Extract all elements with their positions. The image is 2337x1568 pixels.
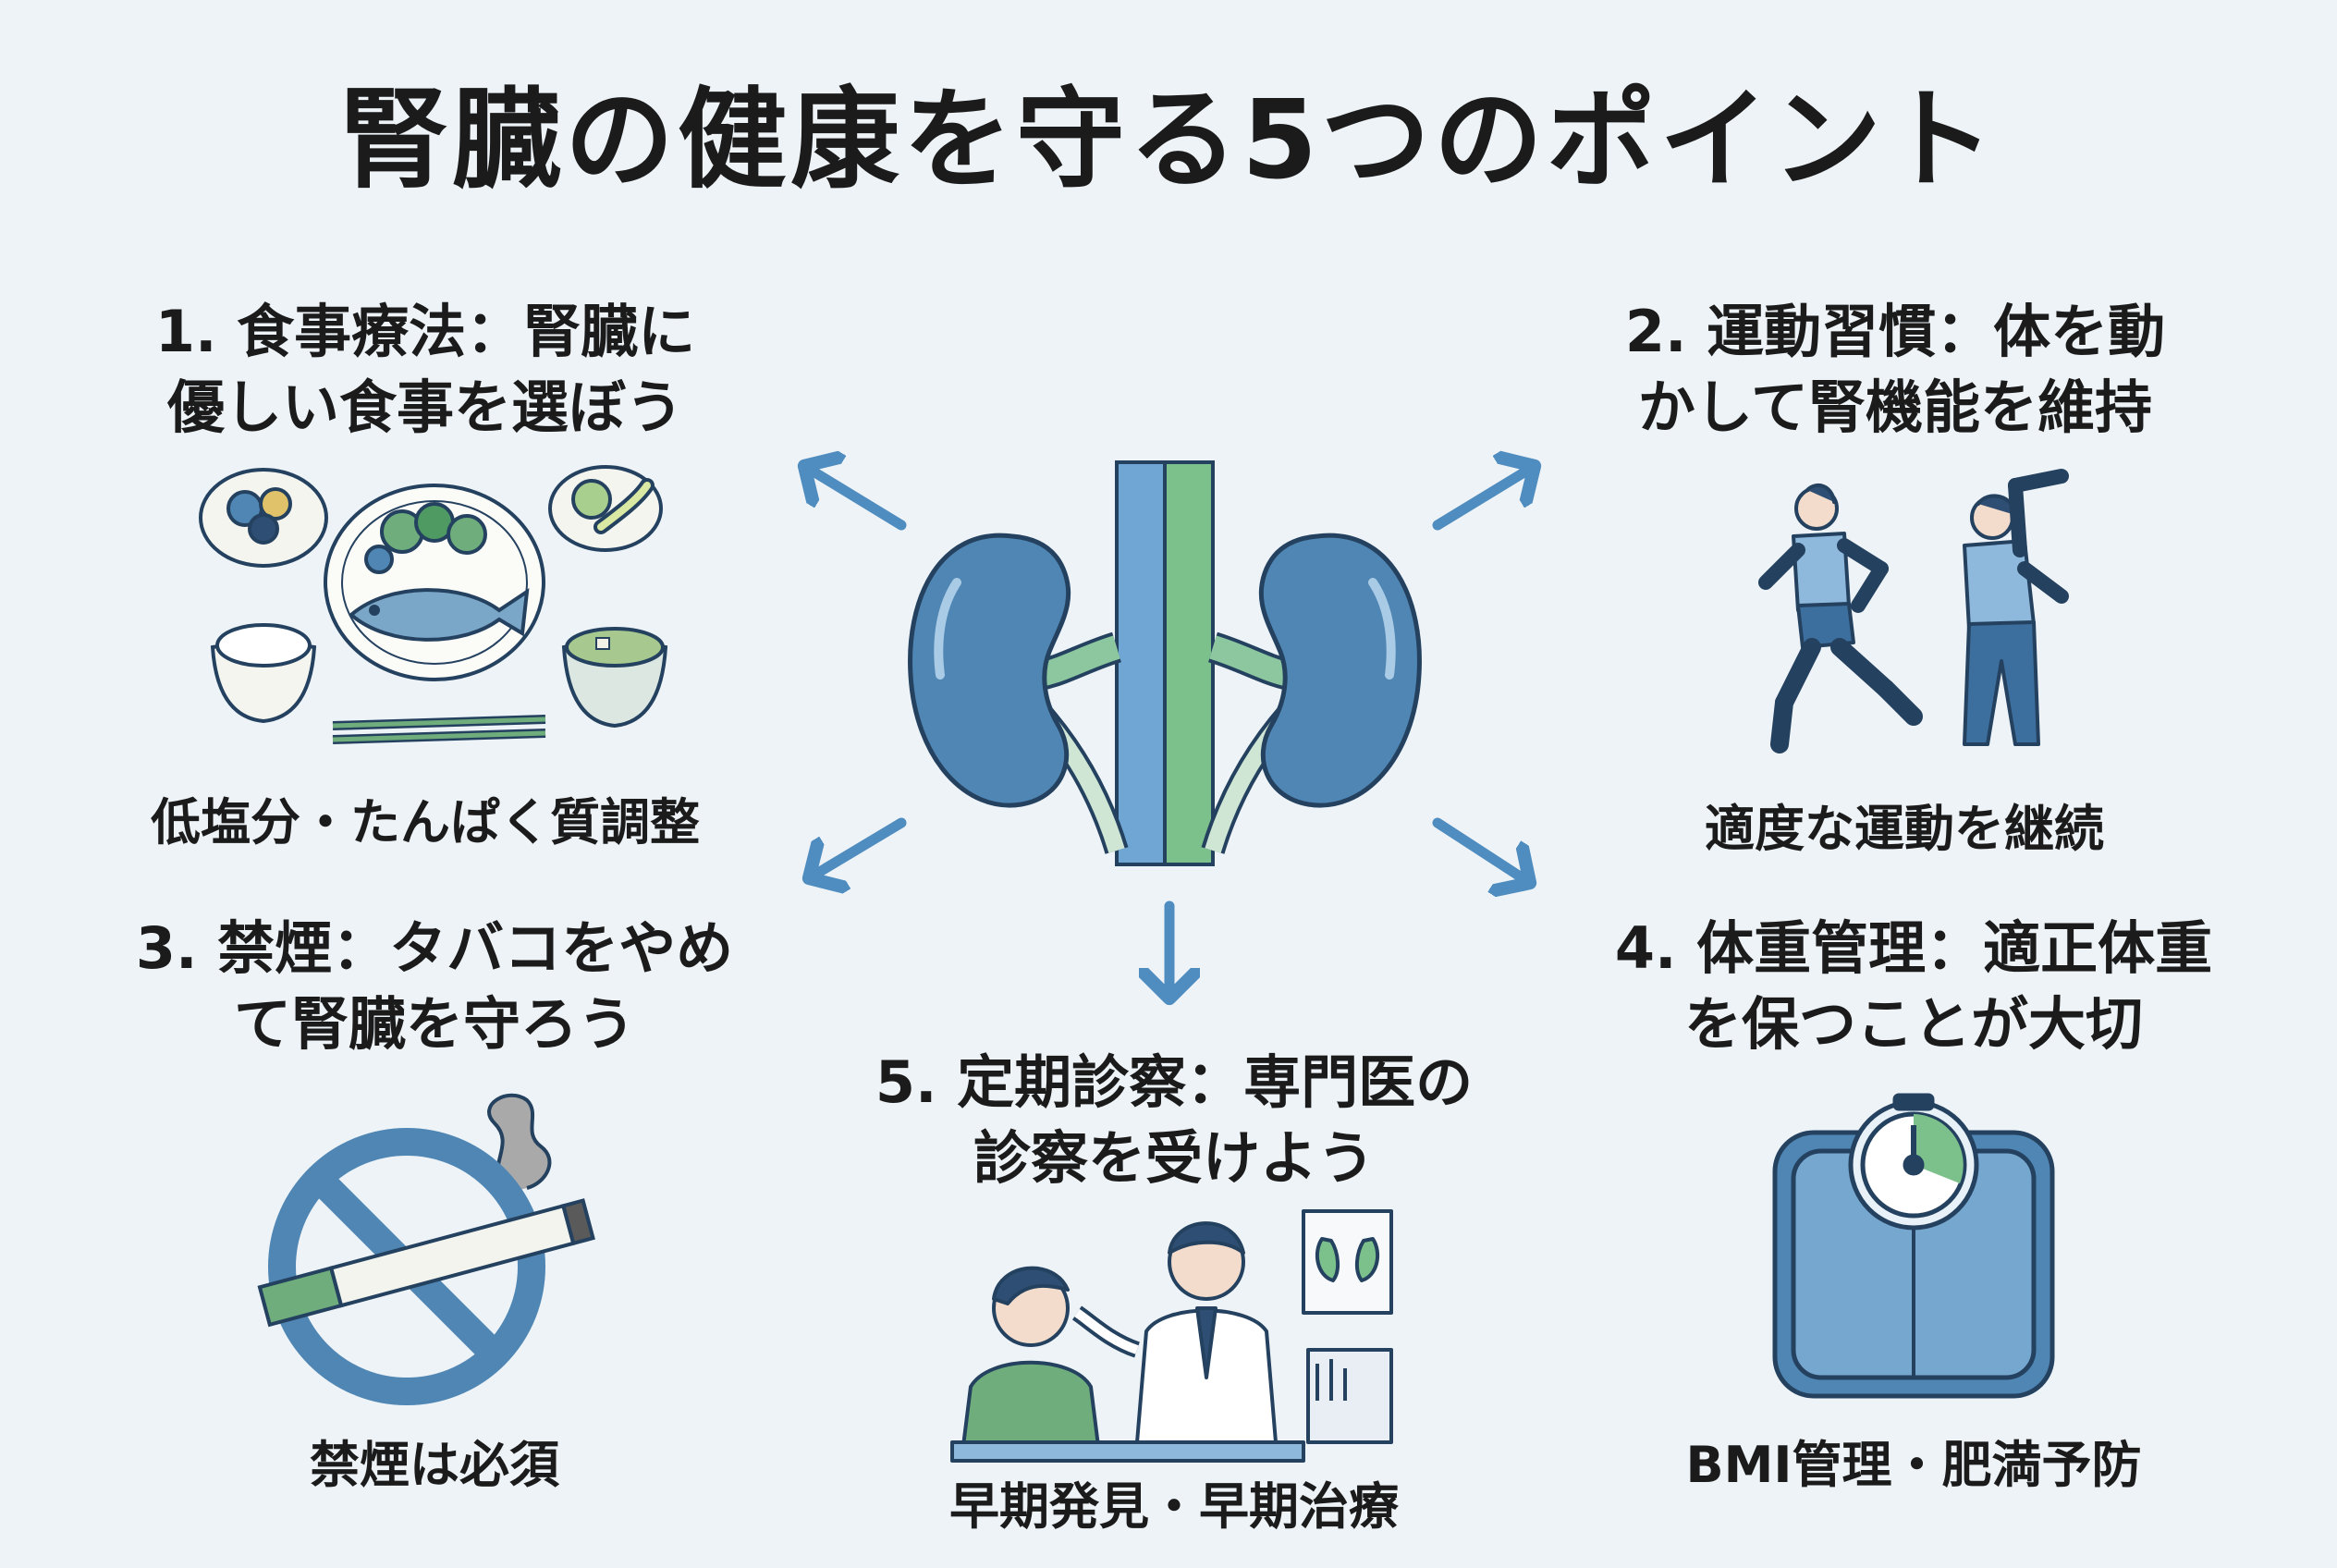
point-3-heading-line1: 3. 禁煙：タバコをやめ <box>135 914 734 982</box>
point-1-caption: 低塩分・たんぱく質調整 <box>151 793 700 851</box>
page-title: 腎臓の健康を守る5つのポイント <box>338 76 1999 203</box>
scale-icon <box>1772 1093 2055 1399</box>
point-4-heading-line2: を保つことが大切 <box>1683 989 2143 1058</box>
arrow-to-point-1 <box>804 466 907 531</box>
point-5-heading: 5. 定期診察：専門医の 診察を受けよう <box>795 1045 1553 1196</box>
point-2-heading-line1: 2. 運動習慣：体を動 <box>1624 298 2166 365</box>
exercise-icon <box>1758 469 2069 753</box>
point-2-heading: 2. 運動習慣：体を動 かして腎機能を維持 <box>1562 294 2228 446</box>
arrow-to-point-3 <box>809 817 907 878</box>
point-2-caption: 適度な運動を継続 <box>1705 800 2104 858</box>
point-4-heading: 4. 体重管理：適正体重 を保つことが大切 <box>1553 911 2274 1062</box>
doctor-consultation-icon <box>950 1209 1393 1463</box>
arrow-to-point-2 <box>1432 466 1535 531</box>
point-3-caption: 禁煙は必須 <box>310 1436 559 1494</box>
point-4-heading-line1: 4. 体重管理：適正体重 <box>1614 914 2213 982</box>
point-4-caption: BMI管理・肥満予防 <box>1685 1436 2142 1494</box>
point-5-heading-line1: 5. 定期診察：専門医の <box>875 1048 1474 1116</box>
point-5-heading-line2: 診察を受けよう <box>973 1123 1375 1192</box>
point-5-caption: 早期発見・早期治療 <box>949 1477 1399 1536</box>
point-1-heading: 1. 食事療法：腎臓に 優しい食事を選ぼう <box>92 294 758 446</box>
point-1-heading-line2: 優しい食事を選ぼう <box>166 373 683 441</box>
point-3-heading: 3. 禁煙：タバコをやめ て腎臓を守ろう <box>74 911 795 1062</box>
arrow-to-point-4 <box>1432 817 1530 883</box>
kidney-icon <box>908 460 1422 866</box>
point-1-heading-line1: 1. 食事療法：腎臓に <box>154 298 696 365</box>
no-smoking-icon <box>257 1093 595 1405</box>
food-icon <box>199 465 668 744</box>
point-3-heading-line2: て腎臓を守ろう <box>233 989 635 1058</box>
point-2-heading-line2: かして腎機能を維持 <box>1637 373 2153 441</box>
